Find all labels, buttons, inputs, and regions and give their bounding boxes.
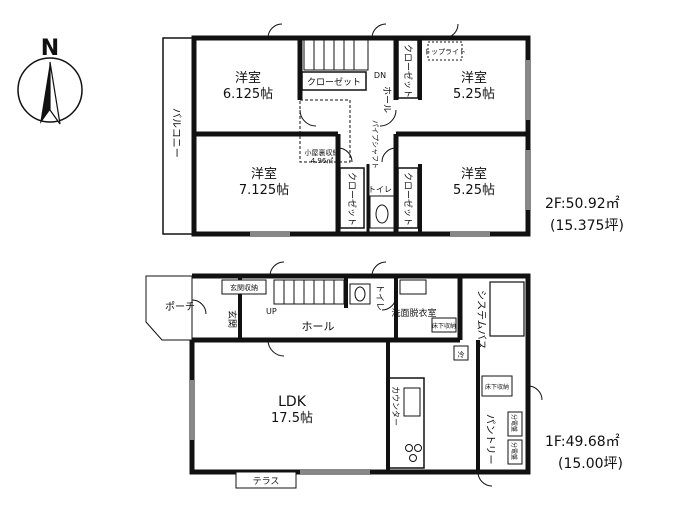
svg-text:洋室: 洋室	[251, 166, 277, 182]
svg-text:冷: 冷	[458, 350, 465, 359]
entrance-label: 玄関	[226, 310, 238, 328]
compass-ring-icon	[17, 57, 83, 123]
floor1-plan: ポーチ 玄関 玄関収納 UP ホール トイレ 洗面脱衣	[145, 261, 543, 489]
attic-storage	[299, 99, 351, 163]
attic-size-label: 4.96㎡	[311, 157, 334, 165]
svg-text:分電盤: 分電盤	[510, 414, 518, 432]
svg-text:分電盤: 分電盤	[510, 442, 518, 460]
svg-text:5.25帖: 5.25帖	[453, 87, 495, 102]
toilet-2f-icon	[375, 204, 389, 224]
north-label: N	[41, 36, 59, 61]
kitchen-counter	[387, 377, 425, 469]
toilet-1f-label: トイレ	[374, 284, 384, 311]
hall-2f-label: ホール	[381, 86, 392, 113]
porch	[145, 275, 193, 341]
ldk-label: LDK	[278, 394, 307, 410]
floor2-plan: クローゼット 小屋裏収納 4.96㎡ DN ホール パイプシャフト トイレ クロ…	[162, 23, 531, 237]
toilet-2f	[369, 195, 395, 229]
toplight	[427, 41, 463, 61]
porch-label: ポーチ	[165, 301, 195, 313]
bathtub-icon	[489, 281, 525, 337]
sink-icon	[403, 387, 421, 417]
svg-text:クローゼット: クローゼット	[346, 172, 358, 226]
ldk-size-label: 17.5帖	[271, 411, 313, 426]
svg-text:5.25帖: 5.25帖	[453, 183, 495, 198]
svg-text:床下収納: 床下収納	[432, 322, 456, 330]
svg-text:洋室: 洋室	[461, 70, 487, 86]
stairs-1f	[273, 279, 345, 305]
svg-text:洋室: 洋室	[461, 166, 487, 182]
stove-icon	[405, 444, 413, 452]
up-label: UP	[266, 307, 277, 316]
compass: N	[17, 36, 83, 125]
svg-text:クローゼット: クローゼット	[402, 44, 414, 98]
balcony-label: バルコニー	[170, 108, 182, 158]
door-2f-1-icon	[267, 23, 283, 39]
toilet-1f-icon	[354, 286, 366, 302]
closet-horizontal-label: クローゼット	[307, 76, 361, 88]
svg-text:6.125帖: 6.125帖	[223, 87, 273, 102]
svg-text:床下収納: 床下収納	[485, 383, 509, 391]
floor1-area-tsubo: (15.00坪)	[558, 456, 623, 472]
toilet-2f-label: トイレ	[368, 185, 392, 194]
svg-text:7.125帖: 7.125帖	[239, 183, 289, 198]
floor1-area: 1F:49.68㎡	[545, 434, 620, 450]
washroom-label: 洗面脱衣室	[391, 307, 436, 319]
closet-vertical-3	[397, 167, 419, 229]
terrace-label: テラス	[253, 476, 280, 487]
compass-needle-icon	[40, 62, 50, 124]
svg-text:クローゼット: クローゼット	[402, 172, 414, 226]
floor2-area: 2F:50.92㎡	[545, 196, 620, 212]
terrace	[235, 471, 297, 489]
floor2-area-tsubo: (15.375坪)	[550, 218, 624, 234]
shoe-storage-label: 玄関収納	[230, 283, 258, 292]
stairs-2f	[303, 39, 369, 71]
bath-label: システムバス	[475, 290, 487, 350]
hall-1f-label: ホール	[302, 320, 335, 333]
pipe-space-label: パイプシャフト	[371, 120, 379, 169]
svg-text:洋室: 洋室	[235, 70, 261, 86]
balcony	[162, 37, 195, 235]
down-label: DN	[374, 71, 386, 80]
toplight-label: トップライト	[424, 48, 466, 56]
attic-storage-label: 小屋裏収納	[305, 148, 340, 157]
pantry-label: パントリー	[484, 414, 496, 465]
counter-label: カウンター	[391, 386, 400, 426]
closet-horizontal	[301, 71, 367, 91]
closet-vertical-2	[397, 39, 419, 99]
closet-vertical-1	[339, 167, 365, 229]
